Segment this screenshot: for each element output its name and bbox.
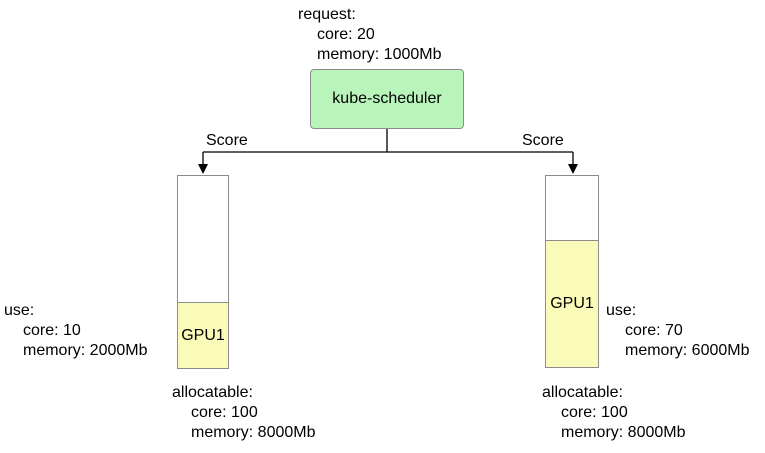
scheduler-stem-line <box>202 129 574 165</box>
right-score-label: Score <box>522 132 564 149</box>
left-score-label: Score <box>206 132 248 149</box>
right-use-annotation: use: core: 70 memory: 6000Mb <box>606 301 750 361</box>
kube-scheduler-label: kube-scheduler <box>332 90 442 107</box>
right-allocatable-title: allocatable: <box>542 384 623 401</box>
right-allocatable-annotation: allocatable: core: 100 memory: 8000Mb <box>542 383 686 443</box>
left-allocatable-annotation: allocatable: core: 100 memory: 8000Mb <box>172 383 316 443</box>
left-allocatable-core: core: 100 <box>191 404 258 421</box>
left-use-memory: memory: 2000Mb <box>23 342 148 359</box>
left-allocatable-title: allocatable: <box>172 384 253 401</box>
request-core: core: 20 <box>317 26 375 43</box>
right-allocatable-memory: memory: 8000Mb <box>561 424 686 441</box>
request-annotation: request: core: 20 memory: 1000Mb <box>298 5 442 65</box>
right-arrowhead-icon <box>568 164 578 174</box>
right-gpu-label: GPU1 <box>550 295 594 312</box>
left-use-annotation: use: core: 10 memory: 2000Mb <box>4 301 148 361</box>
right-use-core: core: 70 <box>625 322 683 339</box>
request-memory: memory: 1000Mb <box>317 46 442 63</box>
left-node-box: GPU1 <box>177 175 229 369</box>
left-arrowhead-icon <box>198 164 208 174</box>
left-use-title: use: <box>4 302 35 319</box>
right-gpu-segment: GPU1 <box>546 240 598 367</box>
left-allocatable-memory: memory: 8000Mb <box>191 424 316 441</box>
left-use-core: core: 10 <box>23 322 81 339</box>
left-gpu-label: GPU1 <box>181 326 225 344</box>
kube-scheduler-box: kube-scheduler <box>310 69 464 129</box>
right-allocatable-core: core: 100 <box>561 404 628 421</box>
right-use-memory: memory: 6000Mb <box>625 342 750 359</box>
right-node-box: GPU1 <box>545 175 599 368</box>
left-gpu-segment: GPU1 <box>178 302 228 368</box>
request-title: request: <box>298 6 356 23</box>
right-use-title: use: <box>606 302 637 319</box>
